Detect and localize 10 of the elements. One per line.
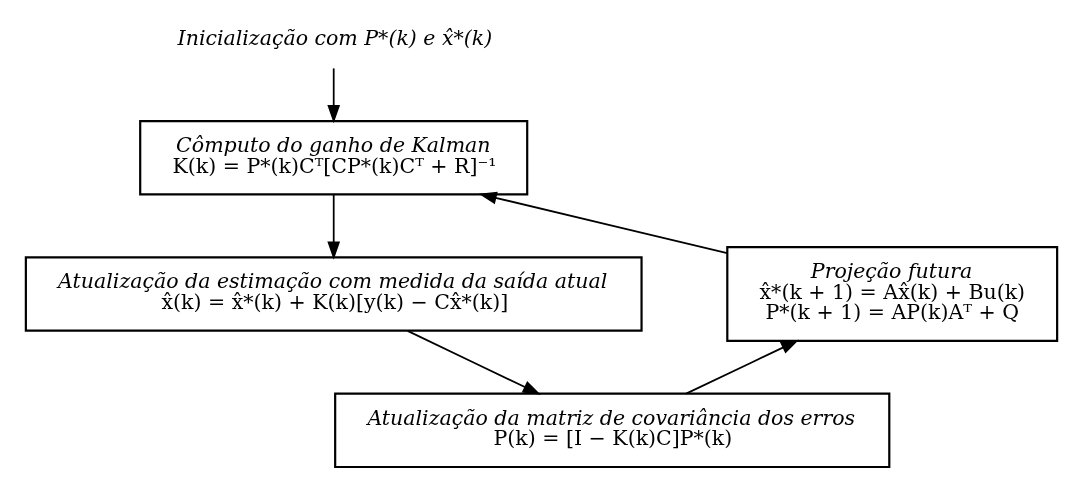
- node-box: Atualização da estimação com medida da saída atual x̂(k) = x̂*(k) + K(k)[y(k) − Cx̂*(k)]: [24, 256, 643, 332]
- arrow: [326, 67, 340, 124]
- arrow: [326, 194, 340, 260]
- arrow: [684, 339, 799, 395]
- arrow: [406, 330, 541, 395]
- node-box: Atualização da matriz de covariância dos erros P(k) = [I − K(k)C]P*(k): [333, 392, 890, 469]
- node-box: Projeção futura x̂*(k + 1) = Ax̂(k) + Bu(k) P*(k + 1) = AP(k)Aᵀ + Q: [725, 246, 1058, 343]
- arrow: [478, 191, 728, 254]
- node-text: Inicialização com P*(k) e x̂*(k): [177, 26, 492, 51]
- node-box: Cômputo do ganho de Kalman K(k) = P*(k)Cᵀ[CP*(k)Cᵀ + R]⁻¹: [138, 119, 528, 196]
